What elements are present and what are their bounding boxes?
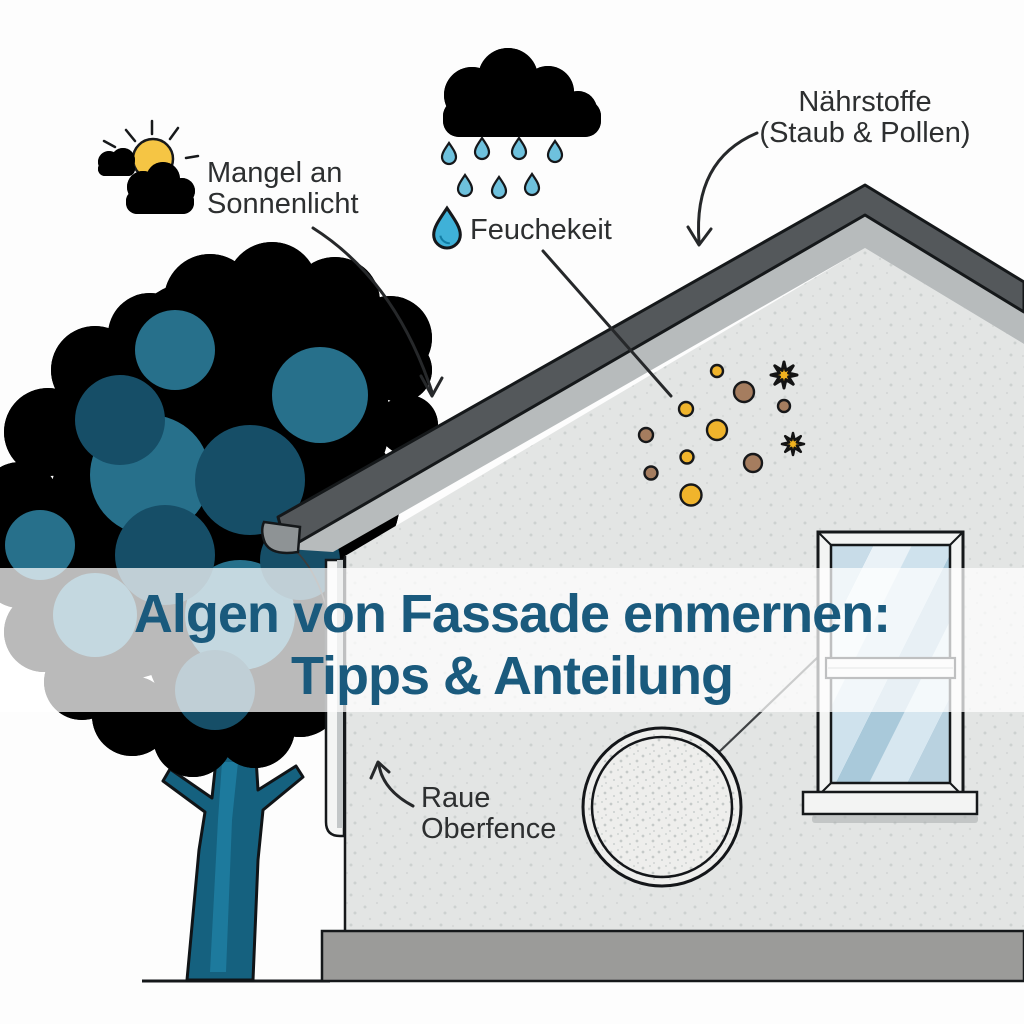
nutrients-arrowhead [686,225,713,247]
dust-particle [742,452,764,474]
raindrop-icon [440,141,458,166]
pollen-dust-particles [637,360,806,507]
tree-trunk [161,740,305,982]
house-plinth [320,929,1024,983]
dust-particle [637,426,655,444]
dust-particle [732,380,756,404]
raindrop-icon [546,139,564,164]
raindrop-icon [510,136,528,161]
gutter-end-icon [261,520,302,555]
pollen-particle [709,363,725,379]
surface-arrow [377,763,415,808]
pollen-particle [705,418,729,442]
label-moisture: Feuchekeit [470,214,612,246]
label-rough-surface: Raue Oberfence [421,782,557,845]
pollen-particle [679,449,695,465]
pollen-star-icon [769,360,799,390]
label-nutrients: Nährstoffe (Staub & Pollen) [759,86,971,149]
moisture-pointer-line [541,249,673,398]
raindrops [440,136,564,200]
title-line-1: Algen von Fassade enmernen: [133,584,891,644]
sun-rays [102,119,200,160]
water-drop-icon [432,206,462,250]
surface-arrowhead [369,760,391,780]
pollen-star-icon [780,431,806,457]
pollen-particle [677,400,695,418]
window-sill-shadow [812,815,978,823]
dust-particle [643,465,659,481]
sunlight-arrow [311,226,434,394]
title-overlay-band [0,568,1024,712]
title-line-2: Tipps & Anteilung [291,646,734,706]
raindrop-icon [523,172,541,197]
sun-behind-clouds-icon [98,119,200,214]
dust-particle [776,398,792,414]
label-lack-of-sunlight: Mangel an Sonnenlicht [207,157,359,220]
raindrop-icon [473,136,491,161]
rain-cloud-icon [440,48,601,200]
raindrop-icon [490,175,508,200]
magnifier-detail-circle [581,726,743,888]
window-sill [801,790,979,816]
raindrop-icon [456,173,474,198]
sunlight-arrowhead [419,374,444,398]
nutrients-arrow [696,131,759,244]
pollen-particle [679,483,703,507]
roof-fascia [287,215,1024,552]
annotation-arrows [311,131,759,808]
